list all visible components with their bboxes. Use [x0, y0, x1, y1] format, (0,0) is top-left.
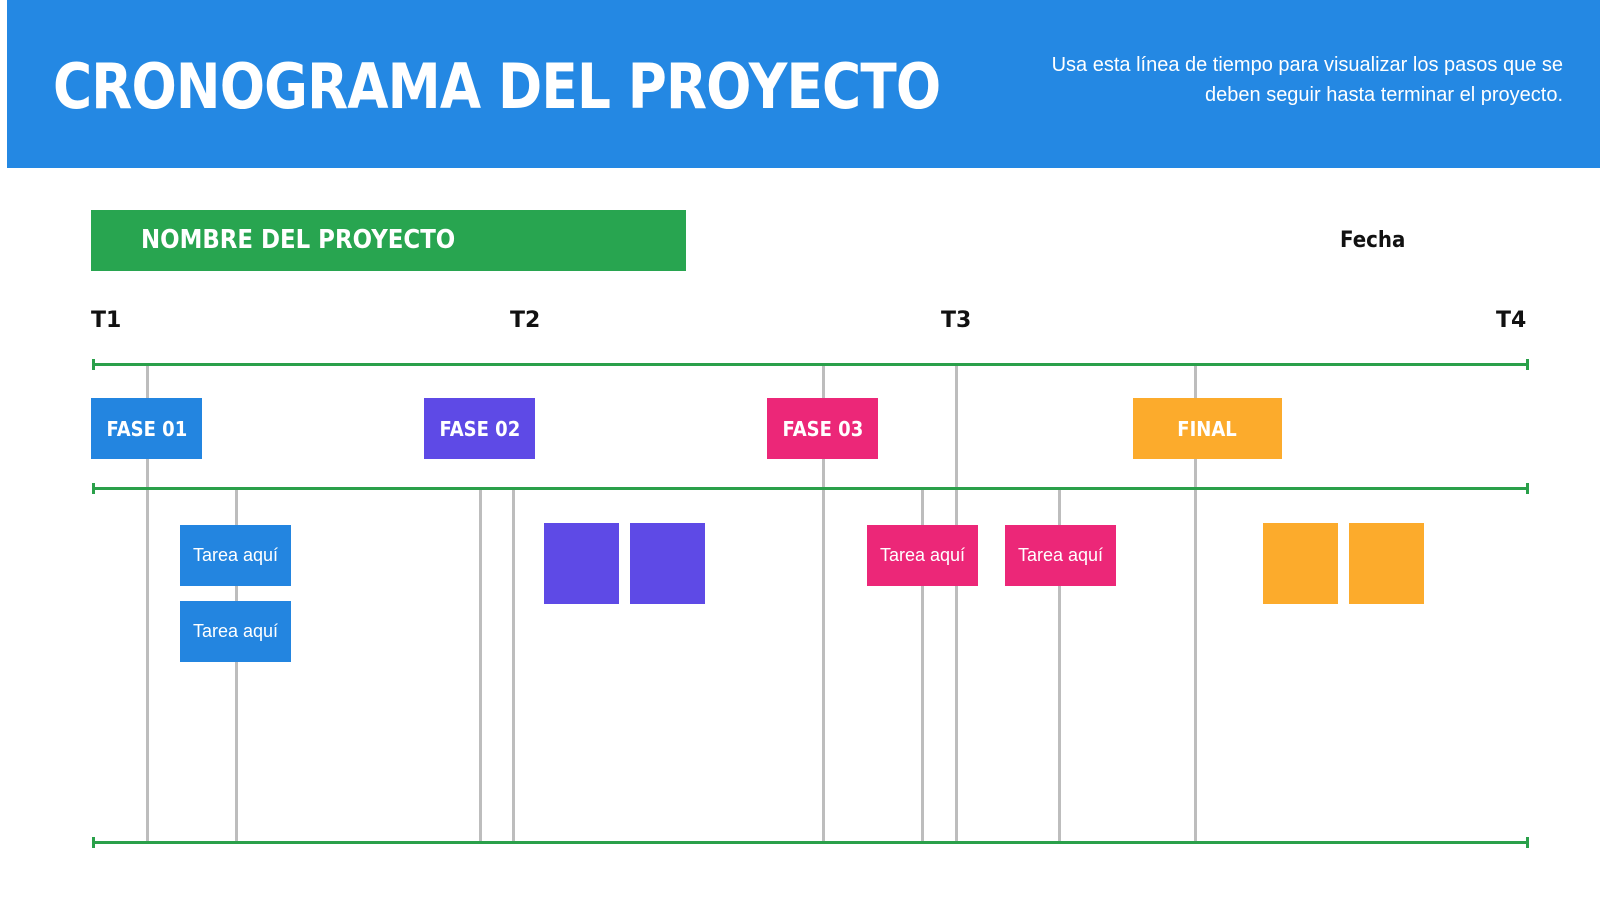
subtitle-line-2: deben seguir hasta terminar el proyecto. [1205, 84, 1563, 106]
task-card: Tarea aquí [180, 601, 291, 662]
time-marker-t3: T3 [941, 308, 972, 333]
time-marker-t1: T1 [91, 308, 122, 333]
phase-2-connector-line [479, 489, 482, 842]
phase-final-text: FINAL [1177, 416, 1238, 441]
task-placeholder-block [1263, 523, 1338, 604]
header-banner: CRONOGRAMA DEL PROYECTO Usa esta línea d… [7, 0, 1600, 168]
time-marker-t2: T2 [510, 308, 541, 333]
phase-final-label: FINAL [1133, 398, 1282, 459]
timeline-middle-line [92, 483, 1529, 494]
t3-connector-line [955, 364, 958, 842]
project-name-bar: NOMBRE DEL PROYECTO [91, 210, 686, 271]
phase-01-label: FASE 01 [91, 398, 202, 459]
task-connector-line [921, 489, 924, 842]
phase-02-text: FASE 02 [439, 416, 520, 441]
task-connector-line [235, 489, 238, 842]
date-label: Fecha [1340, 228, 1406, 253]
page-title: CRONOGRAMA DEL PROYECTO [53, 50, 941, 123]
phase-03-text: FASE 03 [782, 416, 863, 441]
time-marker-t4: T4 [1496, 308, 1527, 333]
task-card: Tarea aquí [1005, 525, 1116, 586]
final-connector-line [1194, 364, 1197, 842]
task-connector-line [512, 489, 515, 842]
task-placeholder-block [630, 523, 705, 604]
phase-03-label: FASE 03 [767, 398, 878, 459]
task-placeholder-block [544, 523, 619, 604]
timeline-bottom-line [92, 837, 1529, 848]
subtitle-line-1: Usa esta línea de tiempo para visualizar… [1051, 54, 1563, 76]
phase-3-connector-line [822, 364, 825, 842]
phase-02-label: FASE 02 [424, 398, 535, 459]
task-card: Tarea aquí [867, 525, 978, 586]
phase-01-text: FASE 01 [106, 416, 187, 441]
task-connector-line [1058, 489, 1061, 842]
project-name: NOMBRE DEL PROYECTO [141, 225, 456, 255]
task-placeholder-block [1349, 523, 1424, 604]
page-subtitle: Usa esta línea de tiempo para visualizar… [963, 50, 1563, 110]
task-card: Tarea aquí [180, 525, 291, 586]
phase-1-connector-line [146, 364, 149, 842]
timeline-top-line [92, 359, 1529, 370]
